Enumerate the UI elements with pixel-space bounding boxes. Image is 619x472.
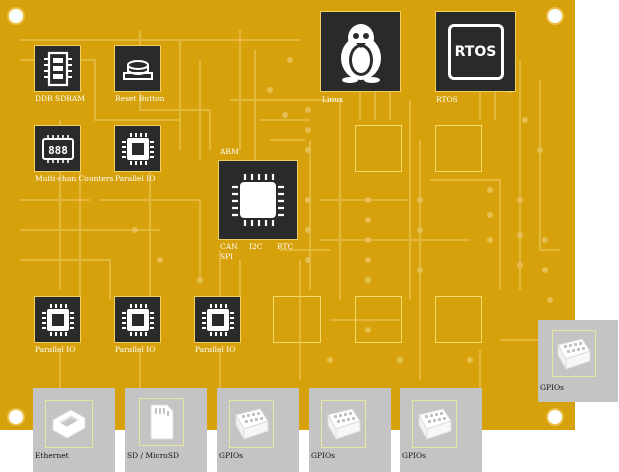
mounting-hole-top-left (9, 9, 23, 23)
sd-card-icon (150, 404, 173, 440)
gpio-header-icon (557, 337, 591, 371)
gpio-label-2: GPIOs (311, 451, 335, 460)
parallel-io-label-3: Parallel IO (115, 345, 156, 354)
gpio-label-1: GPIOs (219, 451, 243, 460)
counter-icon: 888 (41, 134, 74, 163)
sd-card-label: SD / MicroSD (127, 451, 179, 460)
reset-button-label: Reset Button (115, 94, 165, 103)
memory-icon (43, 51, 72, 86)
gpio-header-icon (417, 408, 452, 441)
rtos-label: RTOS (436, 95, 458, 104)
spi-label: SPI (220, 252, 234, 261)
i2c-label: I2C (249, 242, 263, 251)
chip-icon (232, 174, 284, 226)
counters-chip[interactable]: 888 (34, 125, 81, 172)
parallel-io-label-1: Parallel IO (115, 174, 156, 183)
arm-label: ARM (220, 147, 239, 156)
parallel-io-chip-1[interactable] (114, 125, 161, 172)
ddr-sdram-label: DDR SDRAM (35, 94, 85, 103)
parallel-io-chip-2[interactable] (34, 296, 81, 343)
svg-text:888: 888 (48, 144, 68, 157)
footprint-slot (355, 125, 402, 172)
chip-icon (121, 132, 154, 165)
mounting-hole-bottom-left (9, 410, 23, 424)
gpio-connector-2[interactable]: GPIOs (309, 388, 391, 472)
parallel-io-label-2: Parallel IO (35, 345, 76, 354)
ethernet-connector[interactable]: Ethernet (33, 388, 115, 472)
linux-label: Linux (322, 95, 344, 104)
mounting-hole-bottom-right (548, 410, 562, 424)
footprint-slot (273, 296, 321, 343)
footprint-slot (355, 296, 402, 343)
footprint-slot (435, 125, 482, 172)
sd-card-connector[interactable]: SD / MicroSD (125, 388, 207, 472)
penguin-icon (340, 23, 381, 83)
ethernet-icon (52, 409, 86, 439)
chip-icon (121, 303, 154, 336)
gpio-header-icon (326, 408, 361, 441)
reset-button-chip[interactable] (114, 45, 161, 92)
pcb-board: DDR SDRAM Reset Button Linux RTOS RTOS (0, 0, 575, 430)
linux-module[interactable] (320, 11, 401, 92)
ethernet-label: Ethernet (35, 451, 69, 460)
gpio-label-right: GPIOs (540, 383, 564, 392)
gpio-connector-1[interactable]: GPIOs (217, 388, 299, 472)
rtos-logo-text: RTOS (454, 43, 497, 60)
ddr-sdram-chip[interactable] (34, 45, 81, 92)
rtos-module[interactable]: RTOS (435, 11, 516, 92)
button-icon (122, 59, 153, 80)
gpio-connector-right[interactable]: GPIOs (538, 320, 618, 402)
rtc-label: RTC (277, 242, 294, 251)
chip-icon (41, 303, 74, 336)
parallel-io-chip-3[interactable] (114, 296, 161, 343)
gpio-header-icon (234, 408, 269, 441)
gpio-connector-3[interactable]: GPIOs (400, 388, 482, 472)
parallel-io-chip-4[interactable] (194, 296, 241, 343)
rtos-icon: RTOS (447, 23, 504, 80)
arm-processor[interactable] (218, 160, 298, 240)
can-label: CAN (220, 242, 238, 251)
parallel-io-label-4: Parallel IO (195, 345, 236, 354)
mounting-hole-top-right (548, 9, 562, 23)
counters-label: Multi-chan Counters (35, 174, 114, 183)
gpio-label-3: GPIOs (402, 451, 426, 460)
footprint-slot (435, 296, 482, 343)
chip-icon (201, 303, 234, 336)
